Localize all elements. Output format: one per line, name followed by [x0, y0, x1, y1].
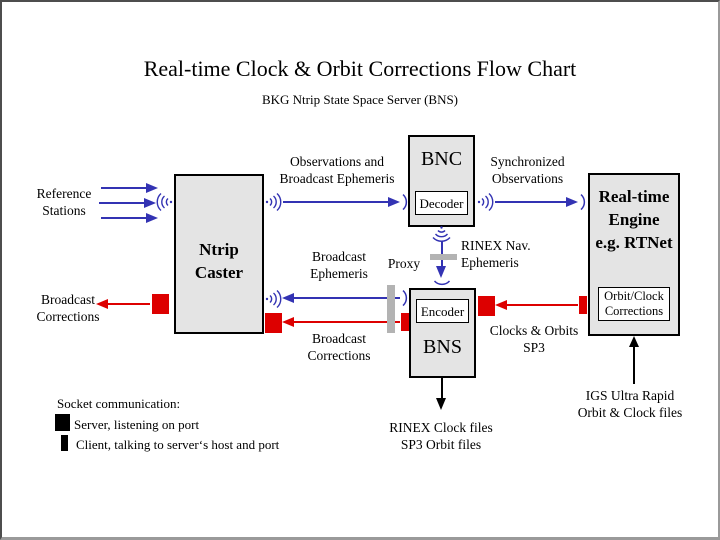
arrow-reference-3-head: [146, 213, 158, 223]
proxy-bar-vertical-flow: [430, 254, 457, 260]
arrow-corrections-out-line: [108, 303, 150, 305]
socket-client-icon: [61, 435, 68, 451]
label-igs: IGS Ultra Rapid Orbit & Clock files: [577, 388, 683, 420]
arrow-rinex-nav-line: [441, 241, 443, 266]
socket-server-icon: [152, 294, 169, 314]
page-title: Real-time Clock & Orbit Corrections Flow…: [143, 56, 577, 81]
legend-heading: Socket communication:: [57, 396, 181, 411]
node-bns: Encoder BNS: [409, 288, 476, 378]
socket-client-icon: [401, 193, 409, 211]
node-rt-engine-corrections: Orbit/Clock Corrections: [598, 287, 670, 321]
label-broadcast-corrections-out: Broadcast Corrections: [36, 292, 100, 324]
arrow-synchronized-head: [566, 197, 578, 207]
socket-client-icon: [401, 289, 409, 307]
arrow-corrections-out-head: [96, 299, 108, 309]
node-ntrip-caster-label: Ntrip Caster: [194, 240, 244, 282]
arrow-synchronized-line: [495, 201, 566, 203]
arrow-rinex-files-line: [441, 378, 443, 399]
arrow-reference-1-line: [101, 187, 146, 189]
arrow-igs-head: [629, 336, 639, 347]
arrow-broadcast-ephemeris-head: [282, 293, 294, 303]
socket-server-icon: [156, 192, 173, 212]
socket-server-icon: [265, 192, 282, 212]
arrow-reference-3-line: [101, 217, 146, 219]
arrow-igs-line: [633, 347, 635, 384]
arrow-observations-line: [283, 201, 388, 203]
label-broadcast-ephemeris: Broadcast Ephemeris: [310, 249, 368, 281]
legend-server-text: Server, listening on port: [74, 417, 200, 432]
label-broadcast-corrections-mid: Broadcast Corrections: [307, 331, 371, 363]
arrow-reference-1-head: [146, 183, 158, 193]
node-bnc: BNC Decoder: [408, 135, 475, 227]
socket-server-icon: [478, 296, 495, 316]
proxy-bar-horizontal-flow: [387, 285, 395, 333]
node-bnc-decoder: Decoder: [415, 191, 468, 215]
node-rt-engine: Real-time Engine e.g. RTNet Orbit/Clock …: [588, 173, 680, 336]
page-subtitle: BKG Ntrip State Space Server (BNS): [261, 92, 459, 107]
arrow-clocks-orbits-line: [507, 304, 578, 306]
socket-server-icon: [265, 313, 282, 333]
arrow-clocks-orbits-head: [495, 300, 507, 310]
arrow-broadcast-corrections-head: [282, 317, 294, 327]
socket-server-icon: [477, 192, 494, 212]
socket-server-icon: [55, 414, 70, 431]
label-clocks-orbits: Clocks & Orbits SP3: [489, 323, 579, 355]
arrow-broadcast-ephemeris-line: [294, 297, 400, 299]
label-rinex-nav: RINEX Nav. Ephemeris: [461, 238, 531, 270]
node-bns-encoder: Encoder: [416, 299, 469, 323]
label-reference-stations: Reference Stations: [36, 186, 92, 218]
legend-client-text: Client, talking to server‘s host and por…: [76, 437, 280, 452]
socket-client-icon: [401, 313, 409, 331]
arrow-reference-2-line: [99, 202, 144, 204]
node-ntrip-caster: Ntrip Caster: [174, 174, 264, 334]
socket-client-icon: [579, 296, 587, 314]
arrow-observations-head: [388, 197, 400, 207]
arrow-reference-2-head: [144, 198, 156, 208]
label-observations: Observations and Broadcast Ephemeris: [279, 154, 395, 186]
node-rt-engine-label: Real-time Engine e.g. RTNet: [595, 187, 673, 252]
arrow-broadcast-corrections-line: [294, 321, 400, 323]
socket-client-icon: [433, 279, 451, 287]
label-synchronized: Synchronized Observations: [490, 154, 565, 186]
socket-client-icon: [579, 193, 587, 211]
node-bns-title: BNS: [423, 336, 462, 358]
node-bnc-title: BNC: [420, 148, 463, 170]
arrow-rinex-nav-head: [436, 266, 446, 278]
arrow-rinex-files-head: [436, 398, 446, 410]
socket-server-icon: [432, 226, 452, 243]
label-proxy: Proxy: [387, 256, 421, 271]
socket-server-icon: [265, 289, 282, 309]
label-rinex-files: RINEX Clock files SP3 Orbit files: [389, 420, 493, 452]
